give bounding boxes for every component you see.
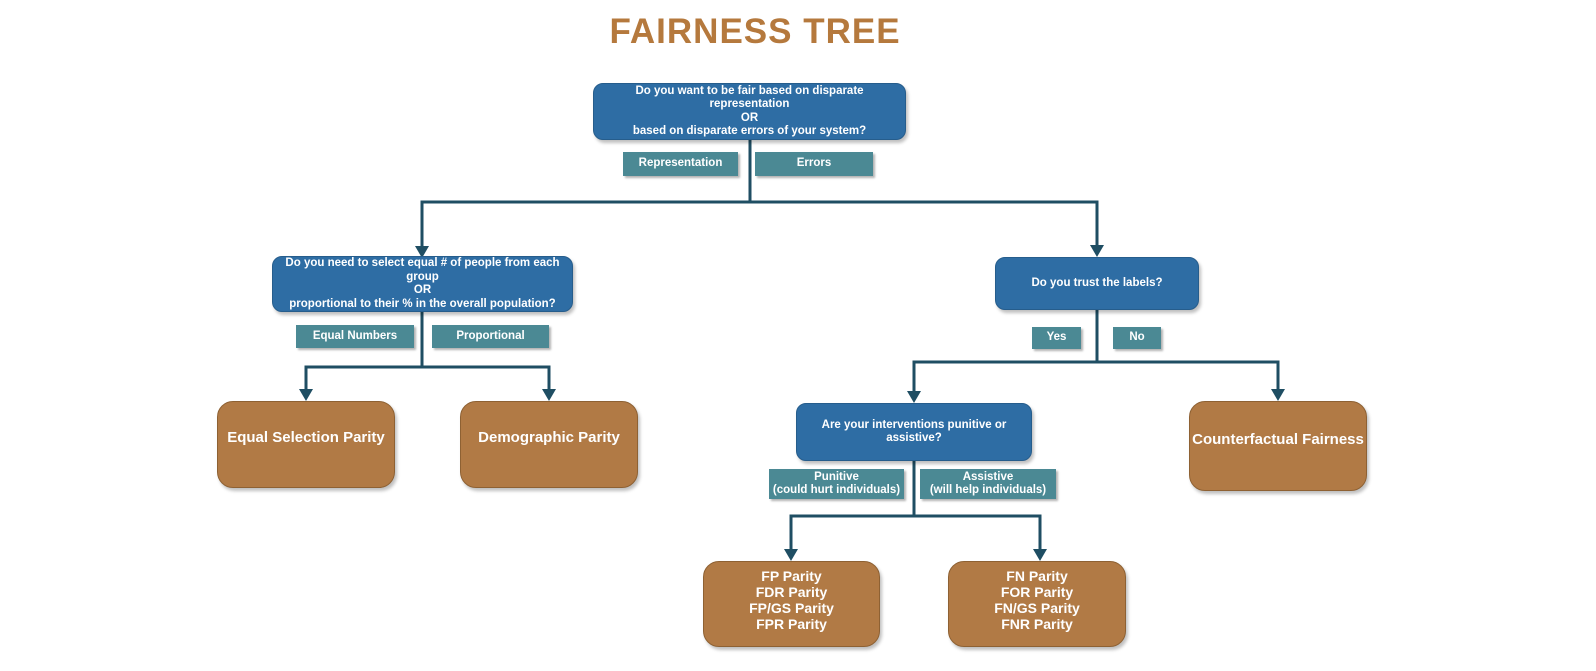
leaf-node-fp-group-line: FPR Parity <box>756 615 827 632</box>
arrowhead-to-fn-group <box>1033 549 1047 561</box>
decision-node-selection-line: Do you need to select equal # of people … <box>285 257 560 283</box>
decision-node-root-line: OR <box>740 111 759 124</box>
edge-label-yes: Yes <box>1032 327 1081 349</box>
decision-node-root-line: based on disparate errors of your system… <box>632 125 867 137</box>
edge-label-yes-text: Yes <box>1046 331 1067 344</box>
edge-label-assistive: Assistive (will help individuals) <box>920 469 1056 499</box>
decision-node-selection: Do you need to select equal # of people … <box>272 256 573 312</box>
edge-label-proportional: Proportional <box>432 325 549 348</box>
edge-label-equal-numbers: Equal Numbers <box>296 325 414 348</box>
leaf-node-fp-group-line: FP Parity <box>761 568 822 585</box>
decision-node-selection-line: proportional to their % in the overall p… <box>289 297 556 310</box>
decision-node-interventions-line: Are your interventions punitive or assis… <box>821 418 1007 445</box>
arrowhead-to-interventions-node <box>907 391 921 403</box>
connector-interventions-branches <box>789 514 1042 550</box>
leaf-node-fn-group: FN Parity FOR Parity FN/GS Parity FNR Pa… <box>948 561 1126 647</box>
leaf-node-equal-selection-parity-text: Equal Selection Parity <box>227 429 385 446</box>
edge-label-punitive-line: (could hurt individuals) <box>772 484 901 496</box>
edge-label-representation: Representation <box>623 152 738 176</box>
connector-trust-branches <box>912 360 1280 392</box>
edge-label-punitive-line: Punitive <box>814 470 859 483</box>
leaf-node-fp-group: FP Parity FDR Parity FP/GS Parity FPR Pa… <box>703 561 880 647</box>
leaf-node-fn-group-line: FN/GS Parity <box>994 600 1080 616</box>
arrowhead-to-trust-node <box>1090 245 1104 257</box>
decision-node-interventions: Are your interventions punitive or assis… <box>796 403 1032 461</box>
leaf-node-counterfactual-fairness-text: Counterfactual Fairness <box>1192 430 1364 448</box>
connector-selection-branches <box>304 365 551 390</box>
edge-label-no-text: No <box>1129 331 1145 344</box>
leaf-node-fp-group-line: FP/GS Parity <box>749 600 834 616</box>
decision-node-trust-labels: Do you trust the labels? <box>995 257 1199 310</box>
arrowhead-to-equal-selection-parity <box>299 389 313 401</box>
decision-node-selection-line: OR <box>413 284 432 296</box>
leaf-node-equal-selection-parity: Equal Selection Parity <box>217 401 395 488</box>
leaf-node-fn-group-line: FN Parity <box>1006 568 1068 585</box>
connector-root-branches <box>420 200 1099 247</box>
arrowhead-to-demographic-parity <box>542 389 556 401</box>
leaf-node-fp-group-line: FDR Parity <box>755 584 828 601</box>
edge-label-assistive-line: (will help individuals) <box>929 484 1047 496</box>
decision-node-root-line: Do you want to be fair based on disparat… <box>635 84 864 111</box>
arrowhead-to-selection-node <box>415 246 429 258</box>
leaf-node-fn-group-line: FNR Parity <box>1001 615 1073 632</box>
edge-label-errors-text: Errors <box>796 157 832 170</box>
leaf-node-demographic-parity: Demographic Parity <box>460 401 638 488</box>
page-title: FAIRNESS TREE <box>609 12 901 51</box>
edge-label-no: No <box>1113 327 1161 349</box>
decision-node-root: Do you want to be fair based on disparat… <box>593 83 906 140</box>
leaf-node-counterfactual-fairness: Counterfactual Fairness <box>1189 401 1367 491</box>
edge-label-assistive-line: Assistive <box>962 470 1014 483</box>
edge-label-punitive: Punitive (could hurt individuals) <box>769 469 904 499</box>
edge-label-proportional-text: Proportional <box>456 329 525 342</box>
leaf-node-demographic-parity-text: Demographic Parity <box>478 429 620 446</box>
leaf-node-fn-group-line: FOR Parity <box>1000 584 1074 601</box>
edge-label-representation-text: Representation <box>638 157 723 170</box>
arrowhead-to-fp-group <box>784 549 798 561</box>
arrowhead-to-counterfactual-fairness <box>1271 389 1285 401</box>
edge-label-equal-numbers-text: Equal Numbers <box>312 329 398 342</box>
edge-label-errors: Errors <box>755 152 873 176</box>
decision-node-trust-labels-line: Do you trust the labels? <box>1031 276 1163 289</box>
